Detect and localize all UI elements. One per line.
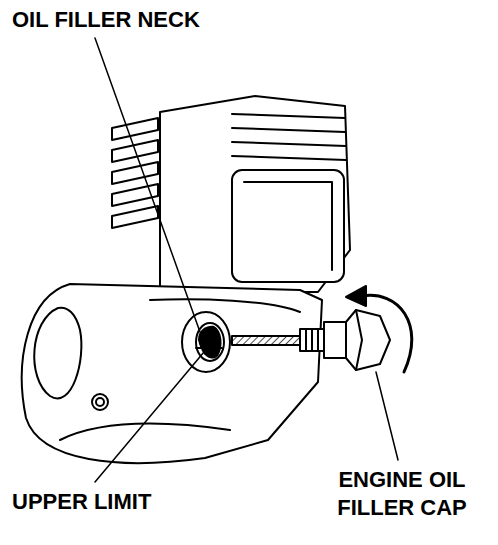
- cooling-fin: [232, 114, 346, 160]
- cylinder-block: [232, 170, 344, 282]
- bolt: [92, 394, 108, 410]
- cooling-fin: [112, 118, 158, 140]
- rotation-arrow: [362, 295, 412, 372]
- leader-line: [95, 352, 204, 482]
- part-label: OIL FILLER NECK: [12, 6, 332, 34]
- cap-thread: [306, 329, 318, 351]
- cylinder-body: [160, 96, 350, 292]
- filler-cap: [346, 310, 362, 370]
- dipstick: [232, 336, 302, 345]
- cooling-fin: [112, 162, 158, 184]
- part-label: UPPER LIMIT: [12, 488, 252, 516]
- leader-line: [95, 38, 200, 332]
- cylinder-detail: [244, 182, 332, 270]
- cooling-fin: [112, 206, 158, 228]
- housing-edge: [150, 299, 300, 312]
- filler-cap: [324, 310, 390, 370]
- cap-thread: [300, 329, 324, 351]
- upper-limit-mark: [196, 347, 222, 349]
- filler-neck-opening: [196, 323, 224, 361]
- bolt: [96, 398, 104, 406]
- rotation-arrowhead: [346, 286, 366, 306]
- housing-boss: [34, 308, 81, 399]
- part-label: ENGINE OIL FILLER CAP: [316, 466, 488, 521]
- crankcase-housing: [22, 284, 322, 463]
- filler-neck: [182, 312, 230, 372]
- housing-edge: [60, 423, 230, 440]
- oil-level: [198, 326, 221, 359]
- leader-line: [376, 372, 398, 460]
